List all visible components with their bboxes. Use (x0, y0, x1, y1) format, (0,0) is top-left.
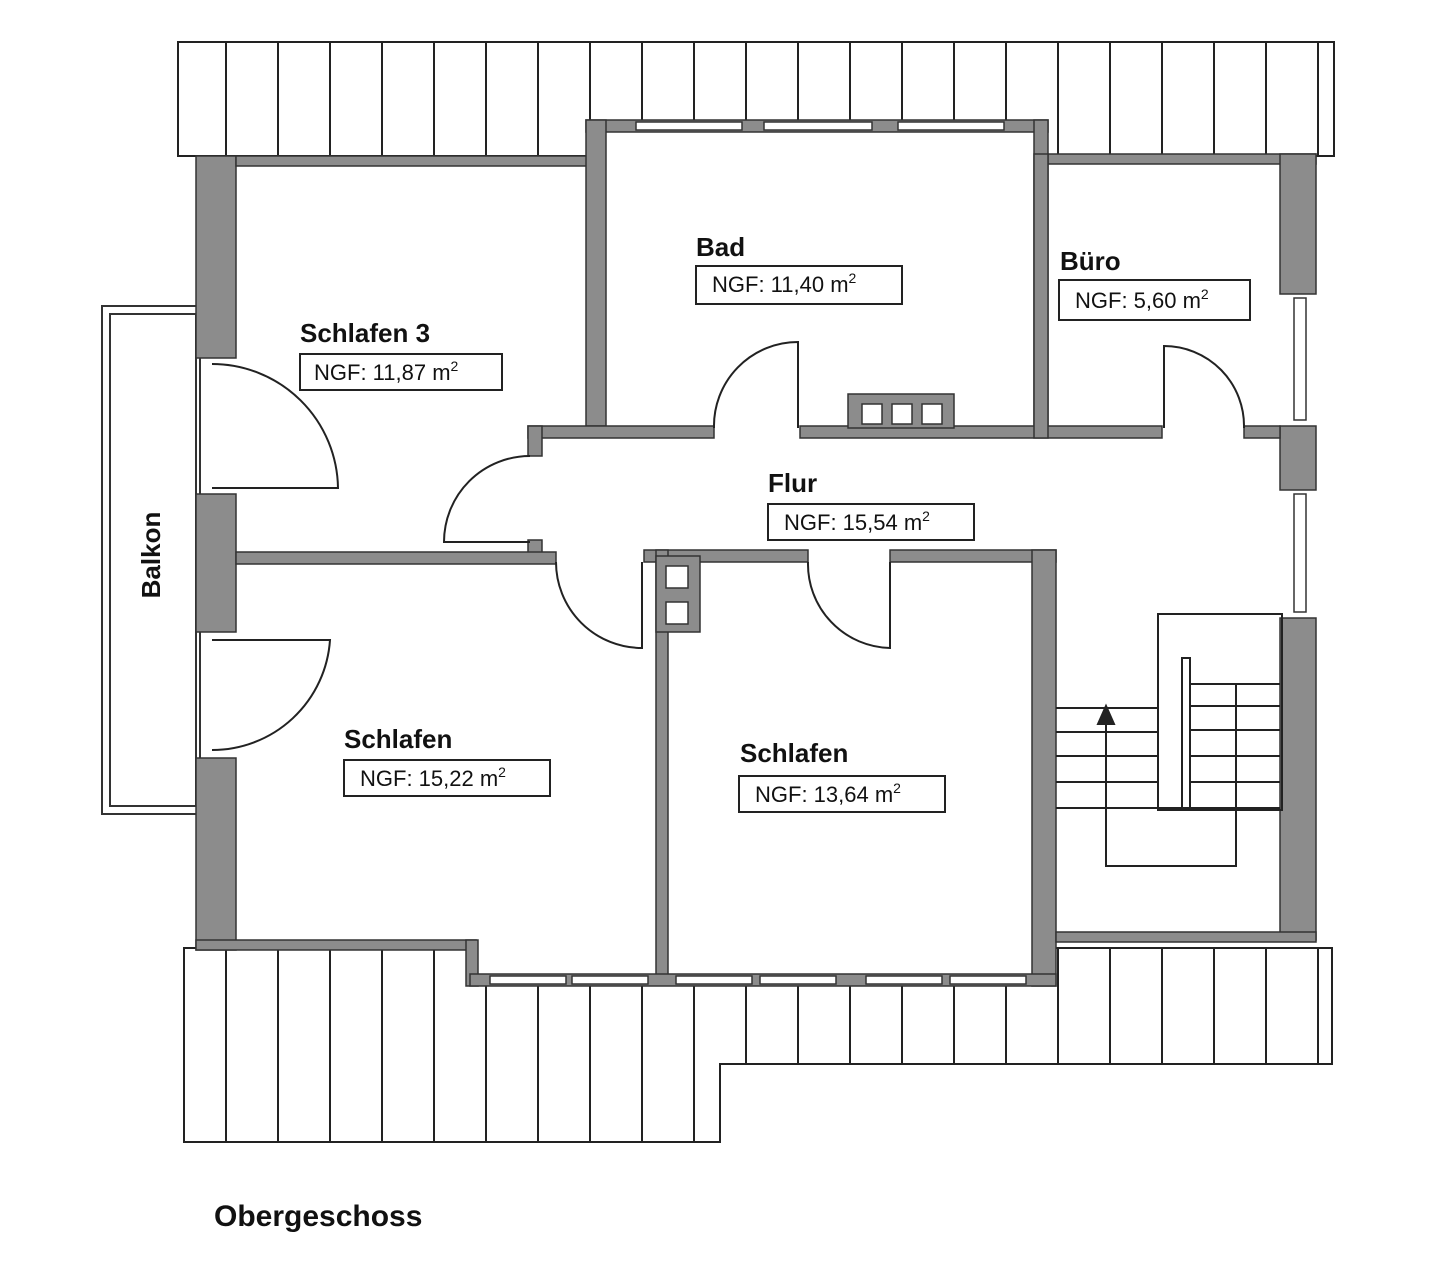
wall-left-mid (195, 493, 237, 633)
room-area-schlafen3: NGF: 11,87 m2 (314, 358, 459, 385)
room-flur: Flur NGF: 15,54 m2 (767, 468, 975, 541)
doors (211, 340, 1246, 752)
room-area-bad: NGF: 11,40 m2 (712, 270, 857, 297)
room-schlafen3: Schlafen 3 NGF: 11,87 m2 (299, 318, 503, 391)
wall-stair-bottom (1055, 931, 1317, 943)
wall-buero-left (1033, 153, 1049, 439)
room-area-flur: NGF: 15,54 m2 (784, 508, 930, 535)
wall-corridor-bottom-b (889, 549, 1057, 563)
room-label-flur: Flur (768, 468, 817, 498)
wall-corridor-top-a (527, 425, 715, 439)
windows (489, 121, 1307, 985)
wall-buero-top (1047, 153, 1317, 165)
room-schlafen-left: Schlafen NGF: 15,22 m2 (343, 724, 551, 797)
wall-corridor-top-c (1243, 425, 1281, 439)
wall-right-top (1279, 153, 1317, 295)
chimney (847, 393, 955, 429)
wall-corridor-left-stub (527, 425, 543, 457)
room-label-schlafen-right: Schlafen (740, 738, 848, 768)
room-bad: Bad NGF: 11,40 m2 (695, 232, 903, 305)
room-schlafen-right: Schlafen NGF: 13,64 m2 (738, 738, 946, 813)
wall-left-bottom (195, 757, 237, 951)
room-area-schlafen-right: NGF: 13,64 m2 (755, 780, 901, 807)
room-label-bad: Bad (696, 232, 745, 262)
wall-top-schlafen3 (235, 155, 589, 167)
wall-right-mid (1279, 425, 1317, 491)
wall-bad-left (585, 119, 607, 427)
wall-right-bottom (1279, 617, 1317, 941)
staircase (1056, 613, 1283, 867)
wall-left-top (195, 155, 237, 359)
balcony-label: Balkon (136, 512, 166, 599)
room-buero: Büro NGF: 5,60 m2 (1058, 246, 1251, 321)
floor-title: Obergeschoss (214, 1200, 422, 1233)
shaft (655, 555, 701, 633)
wall-schlafen-right-east (1031, 549, 1057, 987)
room-area-schlafen-left: NGF: 15,22 m2 (360, 764, 506, 791)
room-area-buero: NGF: 5,60 m2 (1075, 286, 1209, 313)
room-label-schlafen-left: Schlafen (344, 724, 452, 754)
balcony: Balkon (101, 305, 201, 815)
room-label-schlafen3: Schlafen 3 (300, 318, 430, 348)
wall-bottom-left (195, 939, 477, 951)
wall-mid-horizontal (235, 551, 557, 565)
room-label-buero: Büro (1060, 246, 1121, 276)
wall-corridor-top-b (799, 425, 1163, 439)
